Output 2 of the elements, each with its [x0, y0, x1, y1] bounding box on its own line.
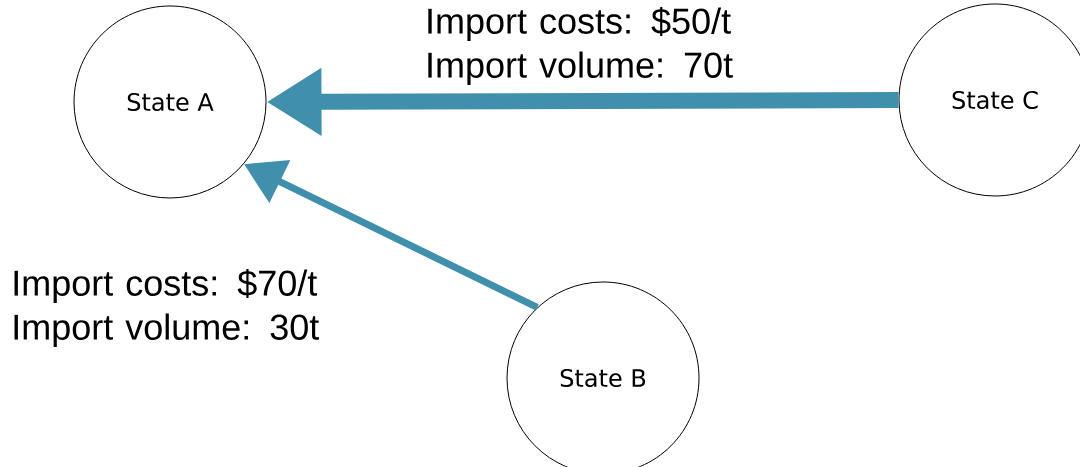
edge-label: Import costs: $50/t Import volume: 70t: [428, 6, 733, 86]
edge-label: Import costs: $70/t Import volume: 30t: [14, 268, 319, 348]
